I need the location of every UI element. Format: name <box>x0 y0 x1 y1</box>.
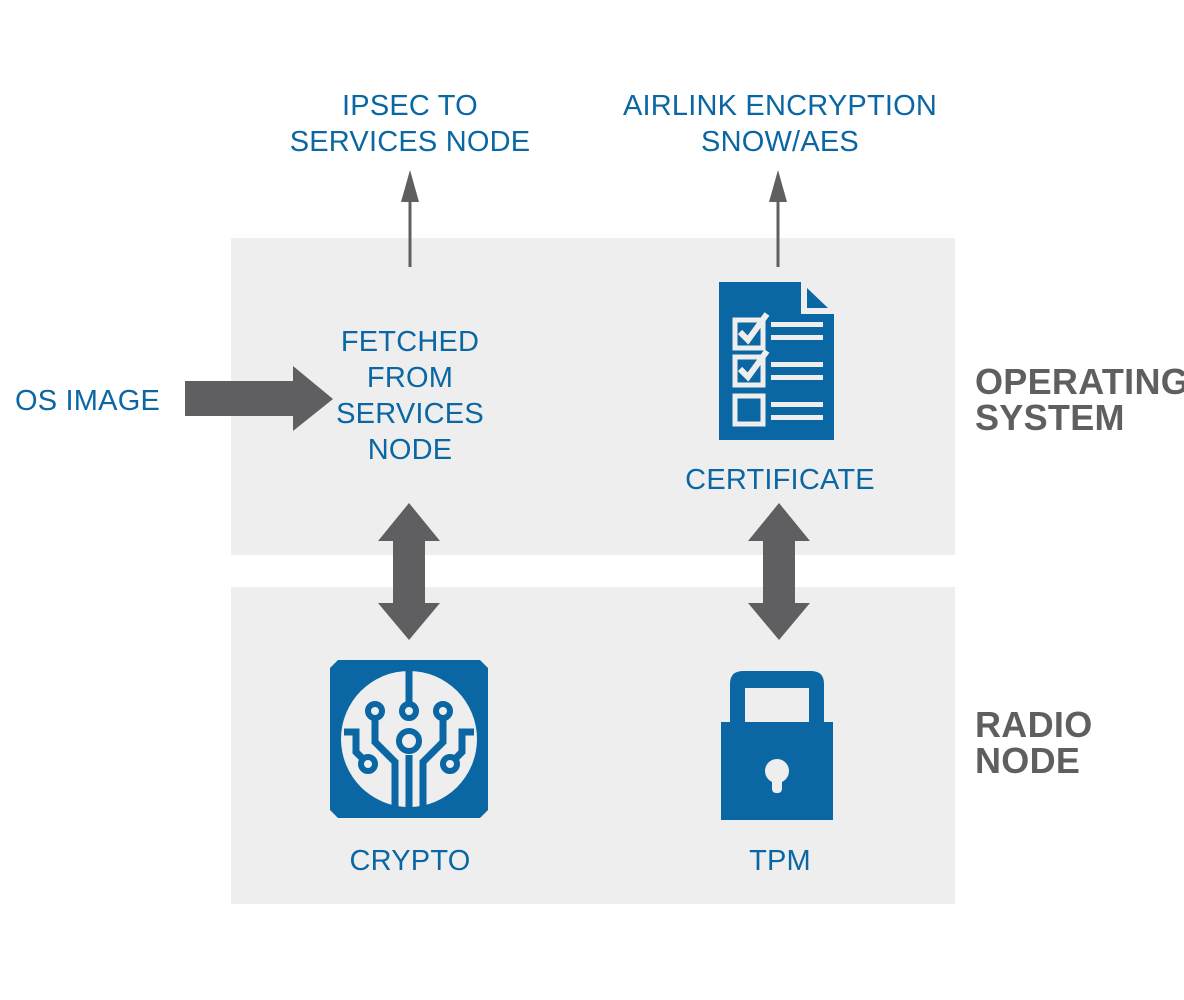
up-arrow-airlink <box>769 170 787 267</box>
right-arrow-os-image <box>185 366 333 431</box>
os-image-label: OS IMAGE <box>14 385 160 417</box>
airlink-encryption-label: AIRLINK ENCRYPTION SNOW/AES <box>622 90 938 158</box>
operating-system-panel <box>231 238 955 555</box>
tpm-label: TPM <box>749 845 811 877</box>
certificate-label: CERTIFICATE <box>685 464 875 496</box>
ipsec-label: IPSEC TO SERVICES NODE <box>289 90 531 158</box>
fetched-from-services-node-label: FETCHED FROM SERVICES NODE <box>336 326 484 466</box>
bidirectional-arrow-tpm <box>748 503 810 640</box>
circuit-chip-icon <box>330 660 488 818</box>
bidirectional-arrow-crypto <box>378 503 440 640</box>
padlock-icon <box>721 671 833 820</box>
certificate-checklist-icon <box>719 282 834 440</box>
up-arrow-ipsec <box>401 170 419 267</box>
operating-system-layer-label: OPERATING SYSTEM <box>975 361 1184 438</box>
crypto-label: CRYPTO <box>349 845 471 877</box>
radio-node-layer-label: RADIO NODE <box>975 704 1093 781</box>
